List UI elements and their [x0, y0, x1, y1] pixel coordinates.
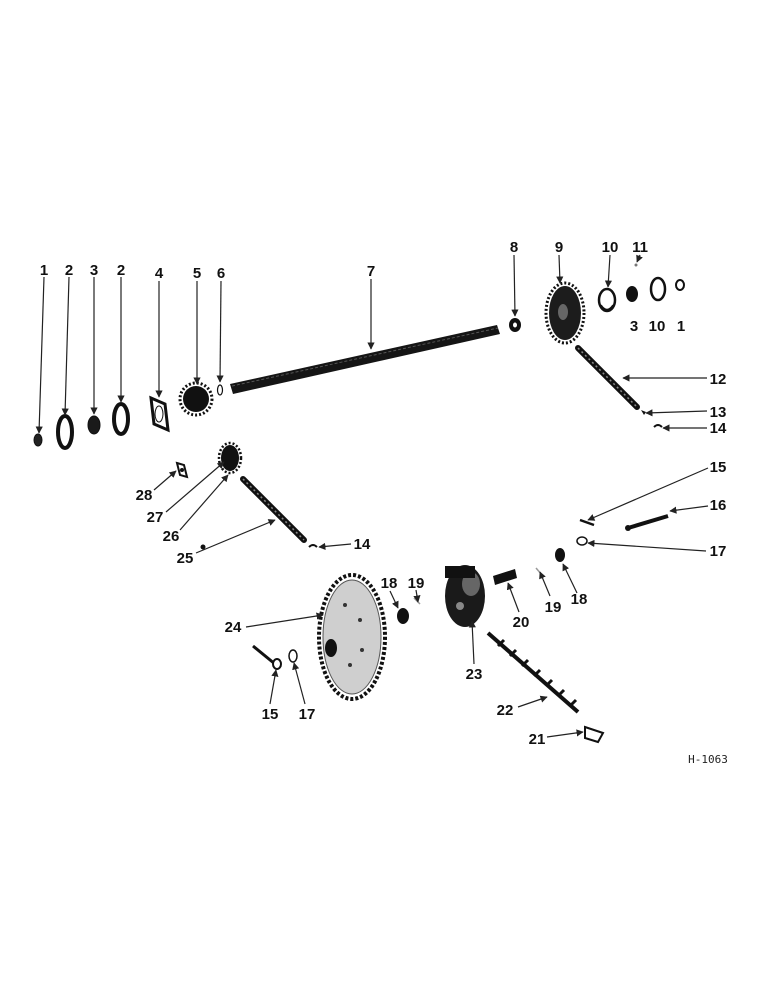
part-11-pin — [634, 263, 638, 267]
callout-18-b: 18 — [571, 591, 588, 608]
part-6-ring — [216, 384, 224, 396]
part-4-flange-plate — [149, 395, 170, 433]
part-20-stub-shaft — [493, 569, 517, 585]
callout-21: 21 — [529, 731, 546, 748]
part-12-chain — [575, 345, 640, 410]
callout-17-b: 17 — [299, 706, 316, 723]
part-18-bearing-b — [555, 548, 565, 562]
callout-labels: 1 2 3 2 4 5 6 7 8 9 10 11 3 10 1 12 13 1… — [40, 239, 728, 766]
callout-17: 17 — [710, 543, 727, 560]
callout-19: 19 — [408, 575, 425, 592]
callout-27: 27 — [147, 509, 164, 526]
part-17-washer — [576, 536, 588, 546]
parts-layer — [33, 263, 685, 744]
callout-13: 13 — [710, 404, 727, 421]
part-15-bolt — [579, 518, 595, 527]
part-3-bearing — [87, 415, 101, 435]
part-2-washer-b — [112, 402, 130, 436]
part-27-sprocket — [217, 441, 243, 475]
callout-25: 25 — [177, 550, 194, 567]
part-1-bushing — [33, 433, 43, 447]
callout-28: 28 — [136, 487, 153, 504]
part-14-clip — [653, 424, 663, 428]
callout-18: 18 — [381, 575, 398, 592]
part-28-plate — [175, 461, 189, 479]
part-10-bearing-cup-b — [649, 276, 667, 302]
part-13-link — [641, 410, 646, 415]
callout-22: 22 — [497, 702, 514, 719]
callout-19-b: 19 — [545, 599, 562, 616]
callout-3: 3 — [90, 262, 98, 279]
part-18-bearing — [397, 608, 409, 624]
drawing-reference: H-1063 — [688, 753, 728, 766]
callout-23: 23 — [466, 666, 483, 683]
callout-2-b: 2 — [117, 262, 125, 279]
part-1-bushing-b — [675, 279, 685, 291]
callout-5: 5 — [193, 265, 201, 282]
callout-10-b: 10 — [649, 318, 666, 335]
part-17-washer-b — [288, 649, 298, 663]
leader-lines — [35, 254, 709, 738]
callout-10: 10 — [602, 239, 619, 256]
callout-15: 15 — [710, 459, 727, 476]
callout-15-b: 15 — [262, 706, 279, 723]
callout-14: 14 — [710, 420, 727, 437]
part-2-washer — [56, 414, 74, 450]
callout-9: 9 — [555, 239, 563, 256]
part-10-bearing-cup — [597, 287, 617, 313]
callout-3-b: 3 — [630, 318, 638, 335]
part-9-sprocket — [544, 281, 586, 345]
callout-6: 6 — [217, 265, 225, 282]
part-21-knife-head — [584, 725, 605, 744]
part-7-shaft — [230, 325, 500, 394]
callout-12: 12 — [710, 371, 727, 388]
part-25-pin — [200, 544, 206, 550]
part-22-knife-bar — [486, 631, 580, 714]
callout-11: 11 — [632, 239, 648, 256]
callout-4: 4 — [155, 265, 164, 282]
part-4-plate-hole — [154, 405, 164, 423]
callout-26: 26 — [163, 528, 180, 545]
callout-14-b: 14 — [354, 536, 371, 553]
callout-2: 2 — [65, 262, 73, 279]
callout-8: 8 — [510, 239, 518, 256]
callout-24: 24 — [225, 619, 242, 636]
callout-7: 7 — [367, 263, 375, 280]
part-14-clip-b — [308, 544, 318, 548]
part-16-bolt — [625, 514, 669, 531]
callout-20: 20 — [513, 614, 530, 631]
part-8-collar-hole — [513, 322, 517, 328]
callout-1: 1 — [40, 262, 48, 279]
part-5-sprocket — [178, 381, 214, 417]
part-15-bolt-b — [252, 644, 282, 670]
callout-1-b: 1 — [677, 318, 685, 335]
part-25-chain — [240, 476, 307, 543]
part-3-bearing-b — [626, 286, 638, 302]
part-24-large-sprocket — [317, 573, 387, 701]
callout-16: 16 — [710, 497, 727, 514]
part-23-gearbox — [445, 565, 485, 627]
